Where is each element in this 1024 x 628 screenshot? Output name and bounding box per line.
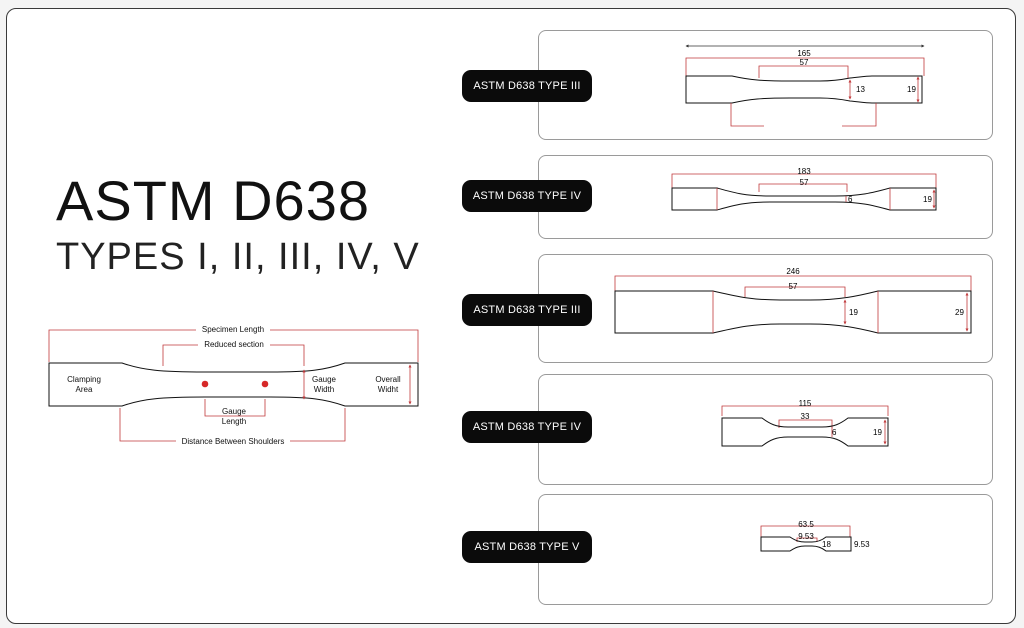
specimen-2-overall-width: 19 xyxy=(923,195,932,204)
overall-width-label-1: Overall xyxy=(375,375,401,384)
shoulder-distance-label: Distance Between Shoulders xyxy=(182,437,285,446)
specimen-label-2: ASTM D638 TYPE IV xyxy=(462,180,592,212)
specimen-5-gauge-length: 9.53 xyxy=(798,532,814,541)
specimen-4-gauge-length: 33 xyxy=(801,412,810,421)
specimen-3-drawing xyxy=(614,275,972,334)
specimen-2-gauge-width: 6 xyxy=(848,195,853,204)
overall-width-label-2: Widht xyxy=(378,385,399,394)
page-title: ASTM D638 xyxy=(56,169,370,232)
clamping-area-label-2: Area xyxy=(76,385,93,394)
gauge-width-label-2: Width xyxy=(314,385,334,394)
specimen-5-overall-width: 9.53 xyxy=(854,540,870,549)
specimen-2-drawing xyxy=(671,173,937,211)
reduced-section-label: Reduced section xyxy=(204,340,264,349)
specimen-2-gauge-length: 57 xyxy=(800,178,809,187)
specimen-4-overall-width: 19 xyxy=(873,428,882,437)
specimen-3-overall-length: 246 xyxy=(786,267,800,276)
specimen-label-5: ASTM D638 TYPE V xyxy=(462,531,592,563)
specimen-panel-3 xyxy=(538,254,993,363)
specimen-5-drawing xyxy=(760,525,852,552)
gauge-mark-right xyxy=(261,380,269,388)
gauge-length-label-2: Length xyxy=(222,417,246,426)
legend-specimen-outline xyxy=(48,362,419,407)
gauge-length-label-1: Gauge xyxy=(222,407,247,416)
specimen-1-gauge-length: 57 xyxy=(800,58,809,67)
specimen-4-gauge-width: 6 xyxy=(832,428,837,437)
specimen-3-gauge-length: 57 xyxy=(789,282,798,291)
specimen-3-overall-width: 29 xyxy=(955,308,964,317)
specimen-3-gauge-width: 19 xyxy=(849,308,858,317)
specimen-panel-5 xyxy=(538,494,993,605)
specimen-panel-4 xyxy=(538,374,993,485)
gauge-mark-left xyxy=(201,380,209,388)
gauge-width-label-1: Gauge xyxy=(312,375,337,384)
specimen-5-gauge-width: 18 xyxy=(822,540,831,549)
specimen-1-gauge-width: 13 xyxy=(856,85,865,94)
clamping-area-label-1: Clamping xyxy=(67,375,101,384)
specimen-4-overall-length: 115 xyxy=(799,399,812,408)
specimen-label-1: ASTM D638 TYPE III xyxy=(462,70,592,102)
specimen-1-overall-width: 19 xyxy=(907,85,916,94)
specimen-1-drawing xyxy=(685,44,925,127)
page-subtitle: TYPES I, II, III, IV, V xyxy=(56,236,420,278)
specimen-label-4: ASTM D638 TYPE IV xyxy=(462,411,592,443)
gauge-length-bracket xyxy=(204,399,266,417)
specimen-panel-2 xyxy=(538,155,993,239)
specimen-length-label: Specimen Length xyxy=(202,325,264,334)
specimen-5-overall-length: 63.5 xyxy=(798,520,814,529)
specimen-label-3: ASTM D638 TYPE III xyxy=(462,294,592,326)
specimen-4-drawing xyxy=(721,405,889,447)
specimen-1-overall-length: 165 xyxy=(797,49,811,58)
specimen-2-overall-length: 183 xyxy=(797,167,811,176)
